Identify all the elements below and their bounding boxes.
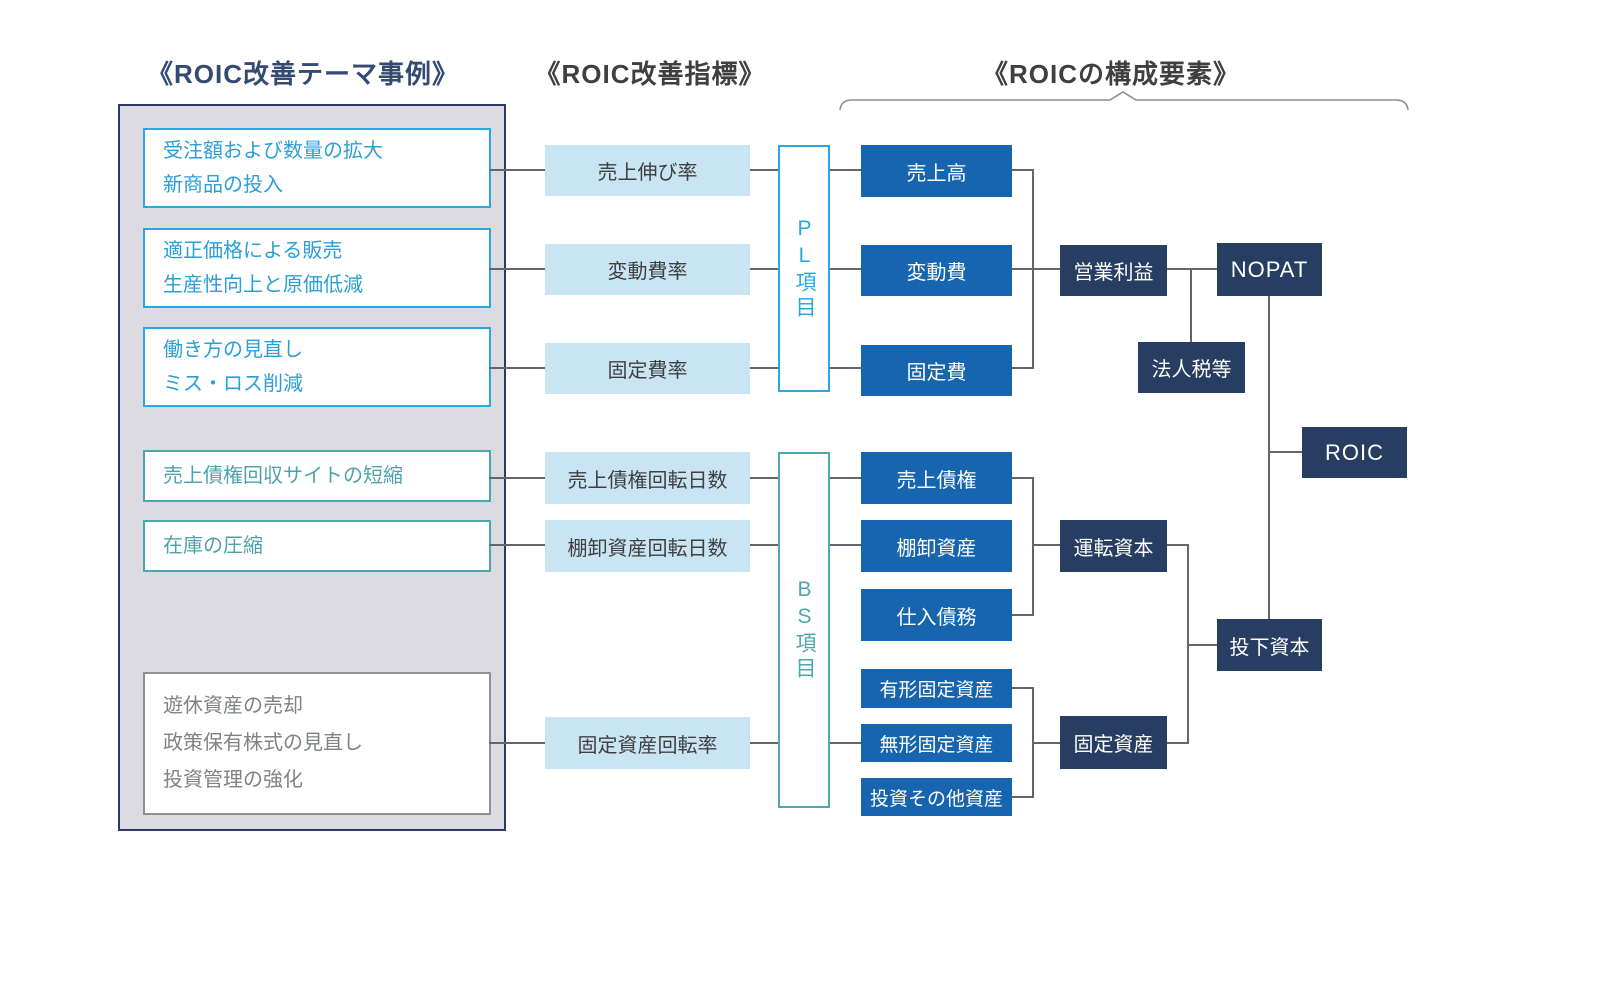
theme-line: 遊休資産の売却 <box>163 695 303 717</box>
header-roic-components: 《ROICの構成要素》 <box>981 59 1240 89</box>
theme-line: ミス・ロス削減 <box>163 373 303 395</box>
theme-line: 受注額および数量の拡大 <box>163 140 383 162</box>
theme-line: 働き方の見直し <box>163 339 303 361</box>
metric-fixed-asset-turnover: 固定資産回転率 <box>545 717 750 769</box>
connector <box>1190 268 1192 342</box>
connector <box>1032 169 1034 369</box>
connector <box>1012 687 1034 689</box>
component-receivables: 売上債権 <box>861 452 1012 504</box>
connector <box>1268 451 1302 453</box>
node-working-capital: 運転資本 <box>1060 520 1167 572</box>
connector <box>1012 477 1034 479</box>
component-payables: 仕入債務 <box>861 589 1012 641</box>
node-fixed-assets: 固定資産 <box>1060 716 1167 769</box>
metric-inventory-turnover-days: 棚卸資産回転日数 <box>545 520 750 572</box>
component-intangible-fixed-assets: 無形固定資産 <box>861 724 1012 762</box>
connector <box>1167 268 1217 270</box>
brace-decoration <box>839 91 1409 111</box>
node-nopat: NOPAT <box>1217 243 1322 296</box>
theme-box-workstyle: 働き方の見直し ミス・ロス削減 <box>143 327 491 407</box>
connector <box>1012 367 1034 369</box>
connector <box>1032 544 1060 546</box>
header-improvement-themes: 《ROIC改善テーマ事例》 <box>146 59 459 89</box>
theme-line: 政策保有株式の見直し <box>163 732 363 754</box>
connector <box>1012 614 1034 616</box>
connector <box>1032 477 1034 616</box>
theme-line: 新商品の投入 <box>163 174 283 196</box>
component-investments-other-assets: 投資その他資産 <box>861 778 1012 816</box>
connector <box>1187 644 1217 646</box>
metric-variable-cost-ratio: 変動費率 <box>545 244 750 295</box>
theme-box-idle-assets: 遊休資産の売却 政策保有株式の見直し 投資管理の強化 <box>143 672 491 815</box>
theme-line: 適正価格による販売 <box>163 240 343 262</box>
component-fixed-cost: 固定費 <box>861 345 1012 396</box>
connector <box>1032 742 1060 744</box>
node-corporate-tax: 法人税等 <box>1138 342 1245 393</box>
component-inventory: 棚卸資産 <box>861 520 1012 572</box>
theme-box-order-expansion: 受注額および数量の拡大 新商品の投入 <box>143 128 491 208</box>
header-improvement-metrics: 《ROIC改善指標》 <box>534 59 766 89</box>
component-variable-cost: 変動費 <box>861 245 1012 296</box>
bar-bs-items: BS項目 <box>778 452 830 808</box>
theme-line: 生産性向上と原価低減 <box>163 274 363 296</box>
node-invested-capital: 投下資本 <box>1217 619 1322 671</box>
connector <box>1167 742 1188 744</box>
component-sales: 売上高 <box>861 145 1012 197</box>
theme-line: 在庫の圧縮 <box>163 535 263 557</box>
metric-sales-growth: 売上伸び率 <box>545 145 750 196</box>
theme-box-fair-pricing: 適正価格による販売 生産性向上と原価低減 <box>143 228 491 308</box>
bar-pl-items: PL項目 <box>778 145 830 392</box>
metric-fixed-cost-ratio: 固定費率 <box>545 343 750 394</box>
node-roic: ROIC <box>1302 427 1407 478</box>
connector <box>1167 544 1188 546</box>
connector <box>1012 268 1060 270</box>
node-operating-profit: 営業利益 <box>1060 245 1167 296</box>
theme-box-inventory: 在庫の圧縮 <box>143 520 491 572</box>
theme-line: 投資管理の強化 <box>163 769 303 791</box>
component-tangible-fixed-assets: 有形固定資産 <box>861 669 1012 708</box>
metric-receivable-turnover-days: 売上債権回転日数 <box>545 452 750 504</box>
theme-box-receivables: 売上債権回収サイトの短縮 <box>143 450 491 502</box>
theme-line: 売上債権回収サイトの短縮 <box>163 465 403 487</box>
connector <box>1012 169 1034 171</box>
connector <box>1268 296 1270 619</box>
connector <box>1012 796 1034 798</box>
